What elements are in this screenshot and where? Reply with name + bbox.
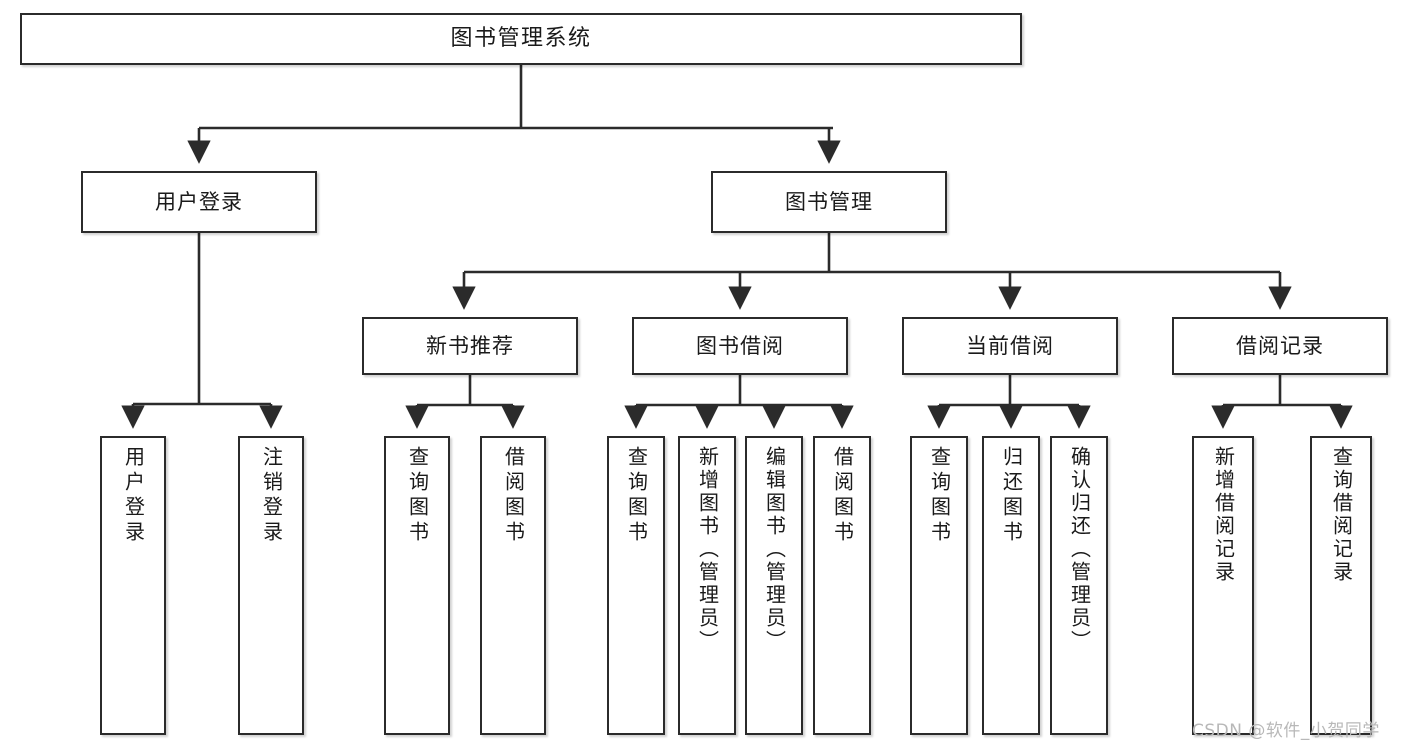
- node-label: 查询借阅记录: [1329, 446, 1354, 584]
- node-label: 新增图书（管理员）: [695, 446, 720, 653]
- node-label: 图书管理: [785, 189, 873, 214]
- node-leaf-add-borrow-record[interactable]: 新增借阅记录: [1192, 436, 1254, 735]
- node-leaf-borrow-book-recommend[interactable]: 借阅图书: [480, 436, 546, 735]
- node-leaf-query-book-current[interactable]: 查询图书: [910, 436, 968, 735]
- node-leaf-edit-book-admin[interactable]: 编辑图书（管理员）: [745, 436, 803, 735]
- node-borrow-record[interactable]: 借阅记录: [1172, 317, 1388, 375]
- csdn-watermark: CSDN @软件_小贺同学: [1192, 721, 1380, 741]
- node-root-system[interactable]: 图书管理系统: [20, 13, 1022, 65]
- node-new-book-recommend[interactable]: 新书推荐: [362, 317, 578, 375]
- node-user-login[interactable]: 用户登录: [81, 171, 317, 233]
- node-label: 借阅图书: [830, 446, 855, 546]
- node-label: 借阅图书: [501, 446, 526, 546]
- node-book-manage[interactable]: 图书管理: [711, 171, 947, 233]
- node-leaf-confirm-return-admin[interactable]: 确认归还（管理员）: [1050, 436, 1108, 735]
- node-leaf-user-login[interactable]: 用户登录: [100, 436, 166, 735]
- node-label: 编辑图书（管理员）: [762, 446, 787, 653]
- node-label: 图书管理系统: [450, 26, 592, 52]
- node-label: 图书借阅: [696, 333, 784, 358]
- node-label: 查询图书: [405, 446, 430, 546]
- node-label: 当前借阅: [966, 333, 1054, 358]
- node-label: 注销登录: [259, 446, 284, 546]
- node-leaf-query-book-borrow[interactable]: 查询图书: [607, 436, 665, 735]
- node-leaf-add-book-admin[interactable]: 新增图书（管理员）: [678, 436, 736, 735]
- node-current-borrow[interactable]: 当前借阅: [902, 317, 1118, 375]
- node-label: 用户登录: [121, 446, 146, 546]
- node-label: 查询图书: [927, 446, 952, 546]
- node-leaf-return-book[interactable]: 归还图书: [982, 436, 1040, 735]
- node-label: 借阅记录: [1236, 333, 1324, 358]
- node-leaf-borrow-book[interactable]: 借阅图书: [813, 436, 871, 735]
- node-label: 归还图书: [999, 446, 1024, 546]
- node-leaf-query-book-recommend[interactable]: 查询图书: [384, 436, 450, 735]
- node-label: 查询图书: [624, 446, 649, 546]
- node-label: 用户登录: [155, 189, 243, 214]
- node-leaf-query-borrow-record[interactable]: 查询借阅记录: [1310, 436, 1372, 735]
- node-leaf-user-logout[interactable]: 注销登录: [238, 436, 304, 735]
- node-label: 新增借阅记录: [1211, 446, 1236, 584]
- node-label: 新书推荐: [426, 333, 514, 358]
- node-label: 确认归还（管理员）: [1067, 446, 1092, 653]
- node-book-borrow[interactable]: 图书借阅: [632, 317, 848, 375]
